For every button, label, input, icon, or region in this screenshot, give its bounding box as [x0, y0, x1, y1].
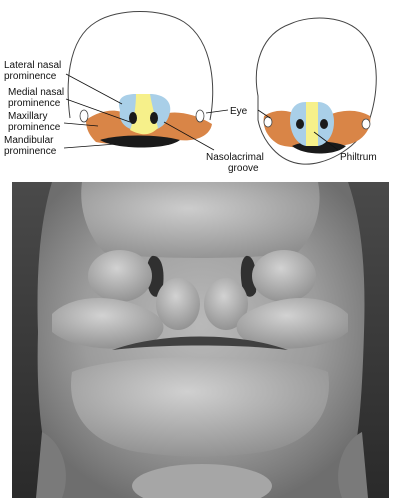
sem-frontonasal — [81, 182, 320, 258]
right-medial-nasal-region — [306, 102, 318, 146]
sem-lateral-nasal-right — [252, 250, 316, 302]
label-nasolacrimal: Nasolacrimal groove — [206, 152, 267, 174]
leader-eye-left — [205, 109, 229, 114]
right-nostril-left — [296, 119, 304, 129]
leader-medial-nasal — [65, 98, 131, 123]
sem-lower-fold-left — [36, 432, 66, 498]
sem-nasal-pit-left — [146, 255, 164, 297]
leader-mandibular — [63, 143, 117, 149]
left-mandibular-region — [100, 135, 180, 148]
right-nostril-right — [320, 119, 328, 129]
sem-mandible — [71, 357, 329, 457]
sem-lateral-nasal-left — [88, 250, 152, 302]
sem-lower-bulge — [132, 464, 272, 498]
right-eye-left — [263, 116, 273, 128]
label-maxillary: Maxillary prominence — [8, 111, 61, 133]
left-medial-nasal-region — [130, 94, 158, 135]
label-eye: Eye — [230, 106, 248, 117]
left-nostril-left — [129, 112, 137, 124]
sem-micrograph — [12, 182, 389, 498]
right-head-drawing — [255, 17, 377, 165]
sem-maxillary-right — [236, 297, 348, 349]
left-eye-left — [79, 109, 89, 123]
left-nostril-right — [150, 112, 158, 124]
leader-eye-right — [257, 109, 271, 119]
leader-maxillary — [63, 122, 99, 127]
sem-nasal-pit-right — [240, 255, 257, 297]
sem-medial-nasal-left — [156, 278, 200, 330]
right-head-outline — [255, 17, 377, 165]
label-medial-nasal: Medial nasal prominence — [8, 87, 67, 109]
label-lateral-nasal: Lateral nasal prominence — [4, 60, 64, 82]
sem-maxillary-left — [52, 297, 164, 349]
left-eye-right — [195, 109, 205, 123]
sem-medial-nasal-right — [204, 278, 248, 330]
leader-nasolacrimal — [163, 121, 215, 151]
left-head-drawing — [67, 11, 214, 148]
left-head-outline — [67, 11, 214, 121]
leader-philtrum — [313, 131, 339, 151]
right-eye-right — [361, 118, 371, 130]
label-philtrum: Philtrum — [340, 152, 377, 163]
embryo-face-diagram: Lateral nasal prominence Medial nasal pr… — [4, 11, 377, 174]
leader-lateral-nasal — [65, 73, 123, 105]
sem-lower-fold-right — [338, 432, 368, 498]
sem-stomodeum — [112, 336, 288, 350]
label-mandibular: Mandibular prominence — [4, 135, 57, 157]
leader-lines — [63, 73, 339, 151]
